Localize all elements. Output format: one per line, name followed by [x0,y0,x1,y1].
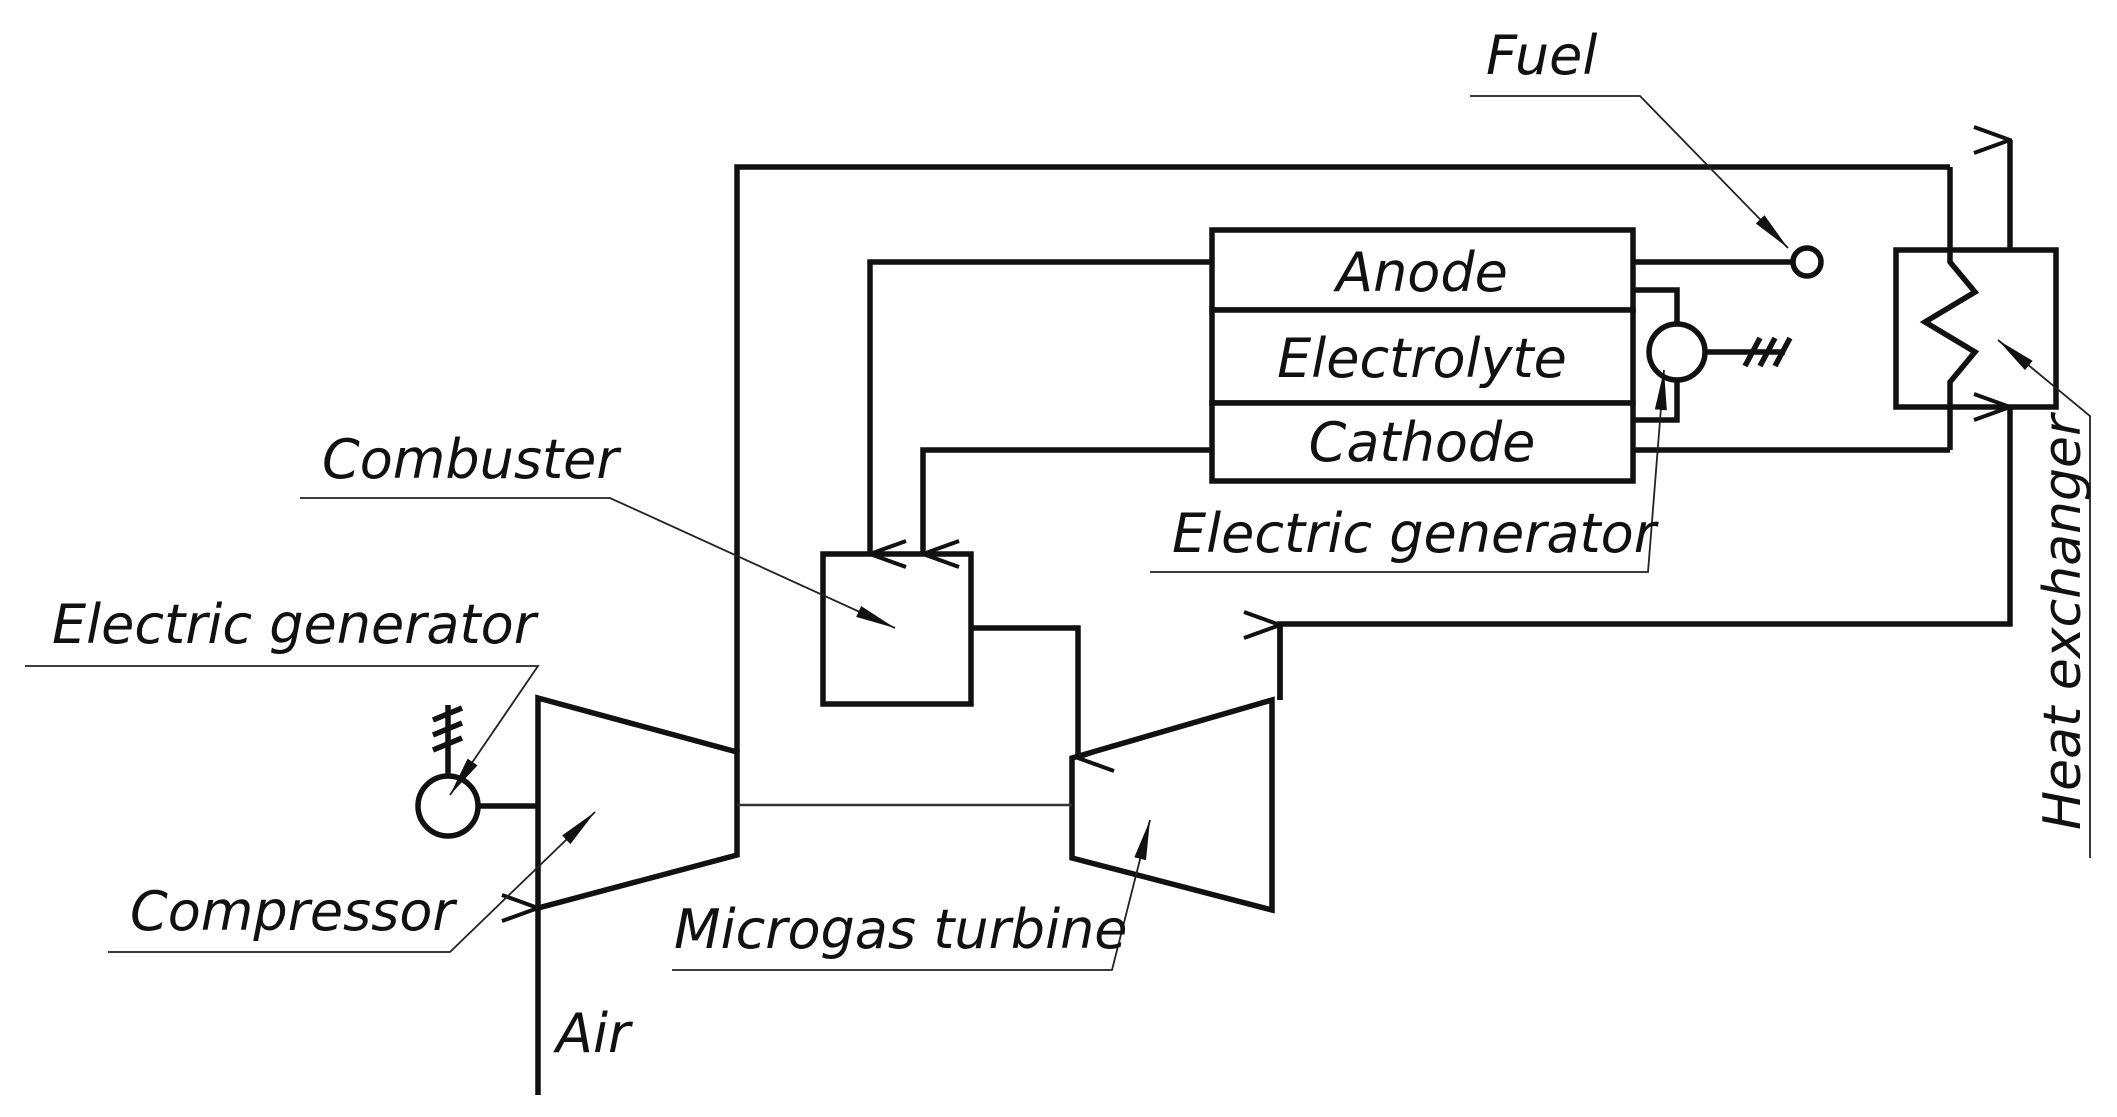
compressor-leader [108,811,596,953]
combuster-leader [300,497,896,629]
turbine-leader [672,819,1151,971]
anode-exhaust-line [867,259,1212,554]
fc-generator-tick-1 [1742,336,1763,368]
fuel-leader [1470,95,1789,249]
gt-generator-circle [415,773,481,839]
gt-generator-tick-3 [431,735,464,753]
heat-exchanger-box [1893,247,2059,410]
fuel-label: Fuel [1486,24,1597,87]
compressor-label: Compressor [130,880,457,943]
combuster-box [820,551,974,707]
turbine-label: Microgas turbine [674,898,1128,961]
fc-generator-label: Electric generator [1172,502,1659,565]
cathode-layer [1209,400,1636,484]
gt-generator-label: Electric generator [52,593,539,656]
combuster-label: Combuster [322,428,621,491]
gt-generator-tick-1 [431,705,464,723]
heat-exchanger-label: Heat exchanger [2033,411,2093,830]
fc-generator-cathode-lead [1633,380,1680,423]
electrolyte-label: Electrolyte [1277,327,1567,390]
gt-generator-tick-2 [431,720,464,738]
air-label: Air [553,1002,633,1065]
fuel-cell-generator [1633,287,1793,423]
heat-exchanger [1893,167,2059,450]
heat-exchanger-coil [1919,167,1980,450]
anode-label: Anode [1333,241,1508,304]
turbine-generator [415,705,538,839]
fc-generator-leader [1150,369,1667,573]
heat-exchanger-leader [1997,339,2091,858]
fuel-cell-stack: Anode Electrolyte Cathode [1209,227,1636,484]
combuster-to-turbine-line [971,625,1078,758]
compressor-body [535,694,740,912]
gt-generator-leader [25,665,540,796]
fc-generator-tick-2 [1757,336,1778,368]
cathode-label: Cathode [1309,411,1536,474]
turbine-body [1069,696,1275,914]
fc-generator-circle [1646,321,1708,383]
cathode-exhaust-line [920,447,1212,554]
compressed-air-line [734,164,1950,752]
fc-generator-anode-lead [1633,287,1680,322]
fc-generator-tick-3 [1772,336,1793,368]
fuel-inlet-port [1790,245,1824,279]
